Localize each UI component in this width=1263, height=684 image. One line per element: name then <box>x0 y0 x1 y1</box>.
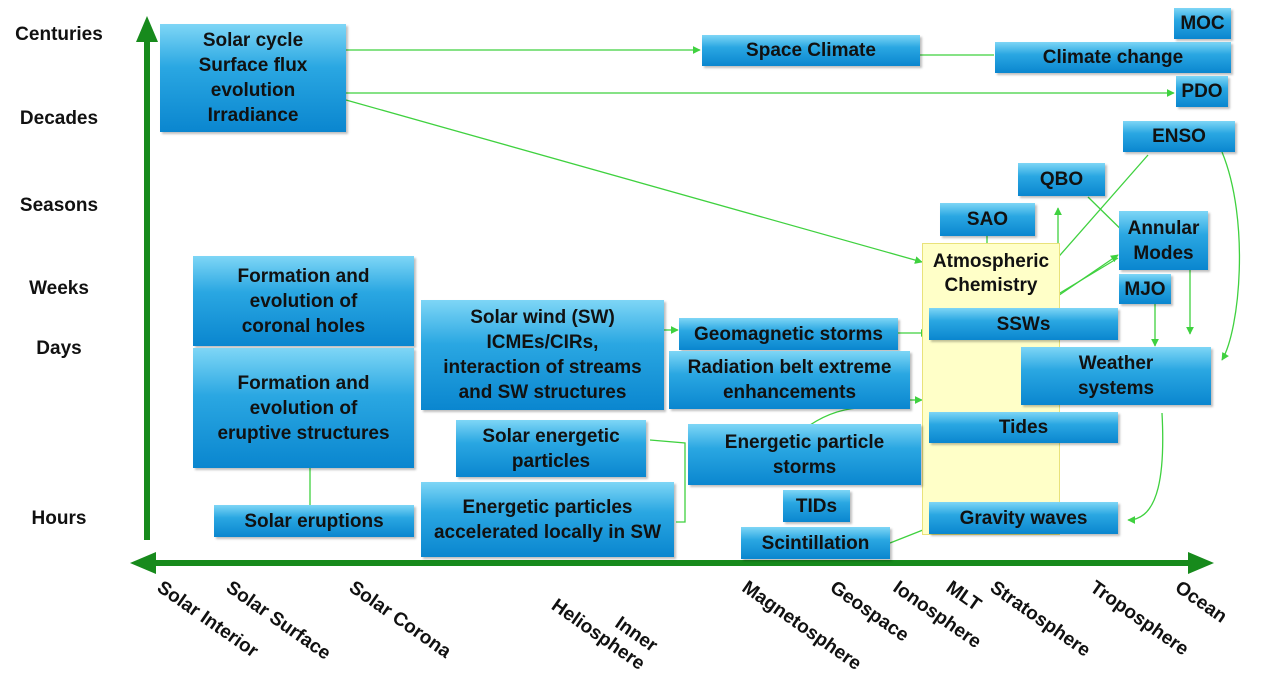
box-sao: SAO <box>940 203 1035 236</box>
connector-sep-local <box>649 439 686 523</box>
box-solar-eruptions: Solar eruptions <box>214 505 414 537</box>
box-space-climate: Space Climate <box>702 35 920 66</box>
box-mjo: MJO <box>1119 274 1171 304</box>
box-energetic-particles-local: Energetic particles accelerated locally … <box>421 482 674 557</box>
box-moc: MOC <box>1174 8 1231 39</box>
box-coronal-holes: Formation and evolution of coronal holes <box>193 256 414 346</box>
box-tides: Tides <box>929 412 1118 443</box>
time-axis <box>136 16 158 540</box>
box-eruptive-structures: Formation and evolution of eruptive stru… <box>193 348 414 468</box>
box-scintillation: Scintillation <box>741 527 890 559</box>
box-solar-cycle: Solar cycle Surface flux evolution Irrad… <box>160 24 346 132</box>
y-label-weeks: Weeks <box>29 278 89 299</box>
box-pdo: PDO <box>1176 76 1228 107</box>
box-geomagnetic-storms: Geomagnetic storms <box>679 318 898 350</box>
box-solar-energetic-particles: Solar energetic particles <box>456 420 646 477</box>
connector-radiation-particle-storms <box>809 406 876 426</box>
box-solar-wind: Solar wind (SW) ICMEs/CIRs, interaction … <box>421 300 664 410</box>
y-label-days: Days <box>36 338 82 359</box>
box-radiation-belt: Radiation belt extreme enhancements <box>669 351 910 409</box>
connector-weather-gravity <box>1127 412 1164 524</box>
connector-scintillation-gravity <box>889 527 929 544</box>
box-weather-systems: Weather systems <box>1021 347 1211 405</box>
box-qbo: QBO <box>1018 163 1105 196</box>
box-ssws: SSWs <box>929 308 1118 340</box>
box-climate-change: Climate change <box>995 42 1231 73</box>
domain-axis <box>130 552 1214 574</box>
atmospheric-chemistry-label: Atmospheric Chemistry <box>932 251 1050 296</box>
box-enso: ENSO <box>1123 121 1235 152</box>
box-energetic-particle-storms: Energetic particle storms <box>688 424 921 485</box>
y-label-seasons: Seasons <box>19 195 99 216</box>
connector-solar-cycle-chemistry <box>345 99 923 264</box>
y-label-hours: Hours <box>31 508 87 529</box>
y-label-decades: Decades <box>19 108 99 129</box>
y-label-centuries: Centuries <box>15 24 103 45</box>
connector-enso-weather <box>1221 151 1241 361</box>
box-gravity-waves: Gravity waves <box>929 502 1118 534</box>
box-annular-modes: Annular Modes <box>1119 211 1208 270</box>
box-tids: TIDs <box>783 490 850 522</box>
